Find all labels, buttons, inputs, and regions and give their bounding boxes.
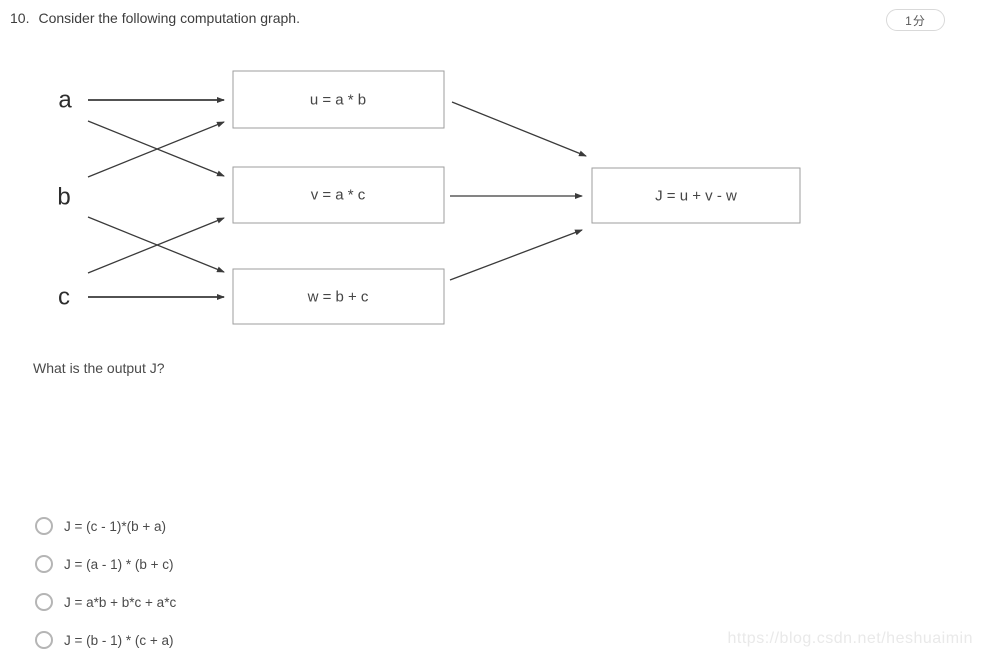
points-badge: 1分 [886,9,945,31]
option-label-3: J = a*b + b*c + a*c [64,594,177,610]
option-label-4: J = (b - 1) * (c + a) [64,632,174,648]
node-v-box [232,166,445,224]
question-number: 10. [10,10,30,26]
edge-u-J [451,101,587,157]
radio-button-4[interactable] [35,631,53,649]
options-list: J = (c - 1)*(b + a) J = (a - 1) * (b + c… [35,517,176,658]
watermark: https://blog.csdn.net/heshuaimin [727,630,973,647]
question-header: 10. Consider the following computation g… [10,10,300,26]
edge-b-w [87,216,225,273]
question-text: Consider the following computation graph… [38,10,300,26]
node-w-label: w = b + c [307,289,369,306]
edge-a-v [87,120,225,177]
node-J-box [591,167,801,224]
option-label-2: J = (a - 1) * (b + c) [64,556,174,572]
option-row-4[interactable]: J = (b - 1) * (c + a) [35,631,176,649]
node-u-box [232,70,445,129]
option-label-1: J = (c - 1)*(b + a) [64,518,167,534]
input-label-a: a [58,87,72,114]
input-label-b: b [57,184,70,211]
question-prompt: What is the output J? [33,360,165,376]
edge-b-u [87,121,225,178]
computation-graph-diagram: a b c u = a * b v = a * c w = b + c J = … [57,70,801,325]
radio-button-3[interactable] [35,593,53,611]
option-row-3[interactable]: J = a*b + b*c + a*c [35,593,176,611]
radio-button-2[interactable] [35,555,53,573]
points-badge-label: 1分 [905,13,926,28]
node-w-box [232,268,445,325]
node-J-label: J = u + v - w [655,188,737,205]
option-row-1[interactable]: J = (c - 1)*(b + a) [35,517,176,535]
option-row-2[interactable]: J = (a - 1) * (b + c) [35,555,176,573]
radio-button-1[interactable] [35,517,53,535]
edge-c-v [87,217,225,274]
input-label-c: c [58,284,70,311]
node-u-label: u = a * b [310,92,366,109]
node-v-label: v = a * c [311,187,366,204]
edge-w-J [449,229,583,281]
